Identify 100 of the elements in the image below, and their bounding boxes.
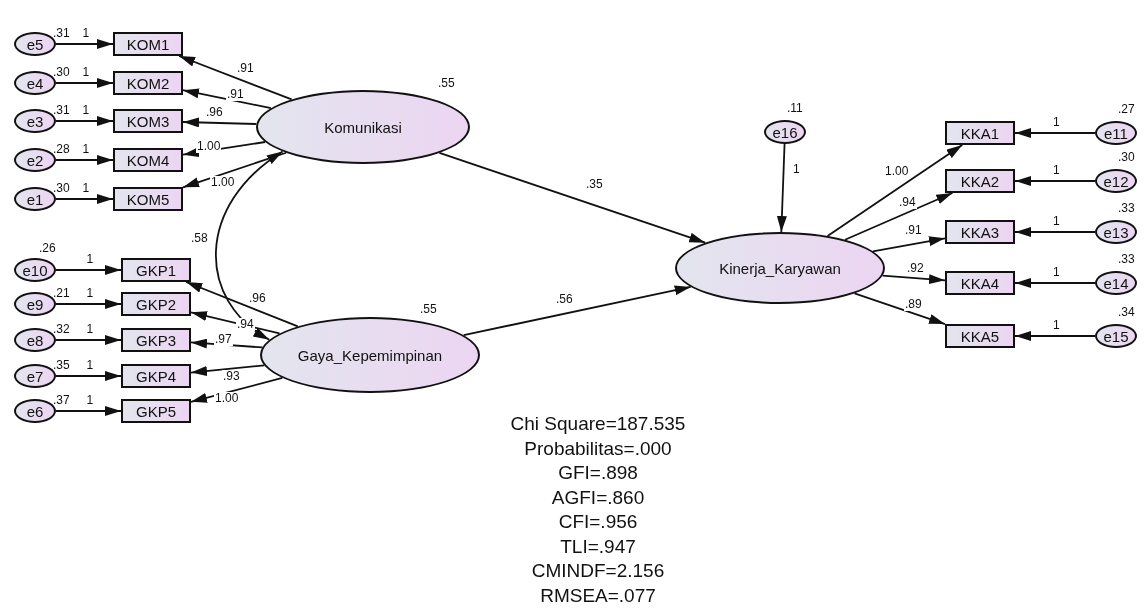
edge-label: 1 (81, 182, 91, 195)
indicator-box: GKP5 (121, 399, 191, 423)
arrow (1014, 128, 1096, 138)
variance-label: .26 (39, 242, 56, 255)
variance-label: .55 (420, 303, 437, 316)
variance-label: .30 (53, 182, 70, 195)
edge-label: .94 (898, 196, 917, 209)
arrow (55, 116, 114, 126)
arrow (178, 55, 293, 101)
variance-label: .37 (53, 394, 70, 407)
edge-label: .93 (222, 370, 241, 383)
edge-label: .56 (555, 293, 574, 306)
indicator-box: GKP3 (121, 328, 191, 352)
error-term-ellipse: e11 (1095, 121, 1137, 145)
arrow (55, 371, 122, 381)
indicator-box: KOM4 (113, 148, 183, 172)
edge-label: 1.00 (210, 176, 236, 189)
fit-statistic: GFI=.898 (558, 462, 638, 484)
error-term-ellipse: e12 (1095, 169, 1137, 193)
indicator-box: GKP4 (121, 364, 191, 388)
fit-statistic: CMINDF=2.156 (531, 560, 665, 582)
indicator-box: GKP2 (121, 292, 191, 316)
indicator-box: KKA3 (945, 220, 1015, 244)
edge-label: 1 (81, 104, 91, 117)
error-term-ellipse: e10 (14, 258, 56, 282)
arrow (55, 299, 122, 309)
arrow (190, 311, 281, 335)
edge-label: .91 (226, 88, 245, 101)
fit-statistic: CFI=.956 (558, 511, 638, 533)
edge-label: .35 (585, 178, 604, 191)
variance-label: .27 (1118, 103, 1135, 116)
arrow (1014, 278, 1096, 288)
arrow (182, 151, 288, 189)
arrow (1014, 227, 1096, 237)
edge-label: 1 (1052, 319, 1061, 332)
edge-label: 1.00 (214, 392, 240, 405)
arrow (462, 285, 692, 336)
edge-label: .96 (205, 106, 224, 119)
indicator-box: KOM2 (113, 71, 183, 95)
arrow (182, 88, 272, 110)
variance-label: .55 (438, 77, 455, 90)
arrow (190, 377, 284, 403)
variance-label: .33 (1118, 202, 1135, 215)
fit-statistic: Probabilitas=.000 (524, 437, 672, 460)
arrow (1014, 176, 1096, 186)
edge-label: 1 (1052, 266, 1061, 279)
edge-label: 1 (85, 287, 95, 300)
indicator-box: GKP1 (121, 258, 191, 282)
edge-label: 1 (85, 394, 95, 407)
arrow (55, 335, 122, 345)
arrow (55, 194, 114, 204)
edge-label: 1 (81, 66, 91, 79)
variance-label: .33 (1118, 253, 1135, 266)
edge-label: .91 (236, 62, 255, 75)
arrow (826, 144, 964, 237)
edge-label: 1 (1052, 116, 1061, 129)
variance-label: .31 (53, 27, 70, 40)
fit-statistic: Chi Square=187.535 (510, 413, 686, 435)
indicator-box: KKA2 (945, 169, 1015, 193)
edge-label: 1 (792, 163, 801, 176)
indicator-box: KOM3 (113, 109, 183, 133)
edge-label: 1 (1052, 215, 1061, 228)
arrow (55, 406, 122, 416)
arrow (55, 155, 114, 165)
error-term-ellipse: e14 (1095, 271, 1137, 295)
arrow (872, 236, 946, 253)
error-term-ellipse: e13 (1095, 220, 1137, 244)
arrow (844, 192, 954, 241)
latent-variable-ellipse: Gaya_Kepemimpinan (260, 317, 480, 393)
error-term-ellipse: e15 (1095, 324, 1137, 348)
variance-label: .34 (1118, 306, 1135, 319)
edge-label: 1.00 (884, 165, 910, 178)
edge-label: 1 (85, 253, 95, 266)
edge-label: 1 (1052, 164, 1061, 177)
indicator-box: KKA1 (945, 121, 1015, 145)
variance-label: .28 (53, 143, 70, 156)
variance-label: .11 (787, 102, 803, 115)
indicator-box: KKA5 (945, 324, 1015, 348)
arrow (853, 292, 946, 325)
edge-label: 1 (85, 323, 95, 336)
variance-label: .30 (1118, 151, 1135, 164)
edge-label: .96 (248, 292, 267, 305)
edge-label: .92 (906, 262, 925, 275)
covariance-arrow (215, 150, 284, 341)
indicator-box: KKA4 (945, 271, 1015, 295)
fit-statistic: AGFI=.860 (551, 486, 645, 509)
variance-label: .32 (53, 323, 70, 336)
arrow (55, 265, 122, 275)
latent-variable-ellipse: Kinerja_Karyawan (675, 232, 885, 304)
edge-label: .89 (904, 298, 923, 311)
error-term-ellipse: e16 (764, 120, 806, 144)
arrow (438, 151, 707, 244)
arrow (190, 364, 266, 376)
fit-statistic: TLI=.947 (560, 535, 636, 558)
arrow (185, 281, 299, 328)
edge-label: .94 (236, 318, 255, 331)
arrow (1014, 331, 1096, 341)
latent-variable-ellipse: Komunikasi (256, 90, 470, 164)
indicator-box: KOM1 (113, 32, 183, 56)
arrow (776, 143, 787, 233)
